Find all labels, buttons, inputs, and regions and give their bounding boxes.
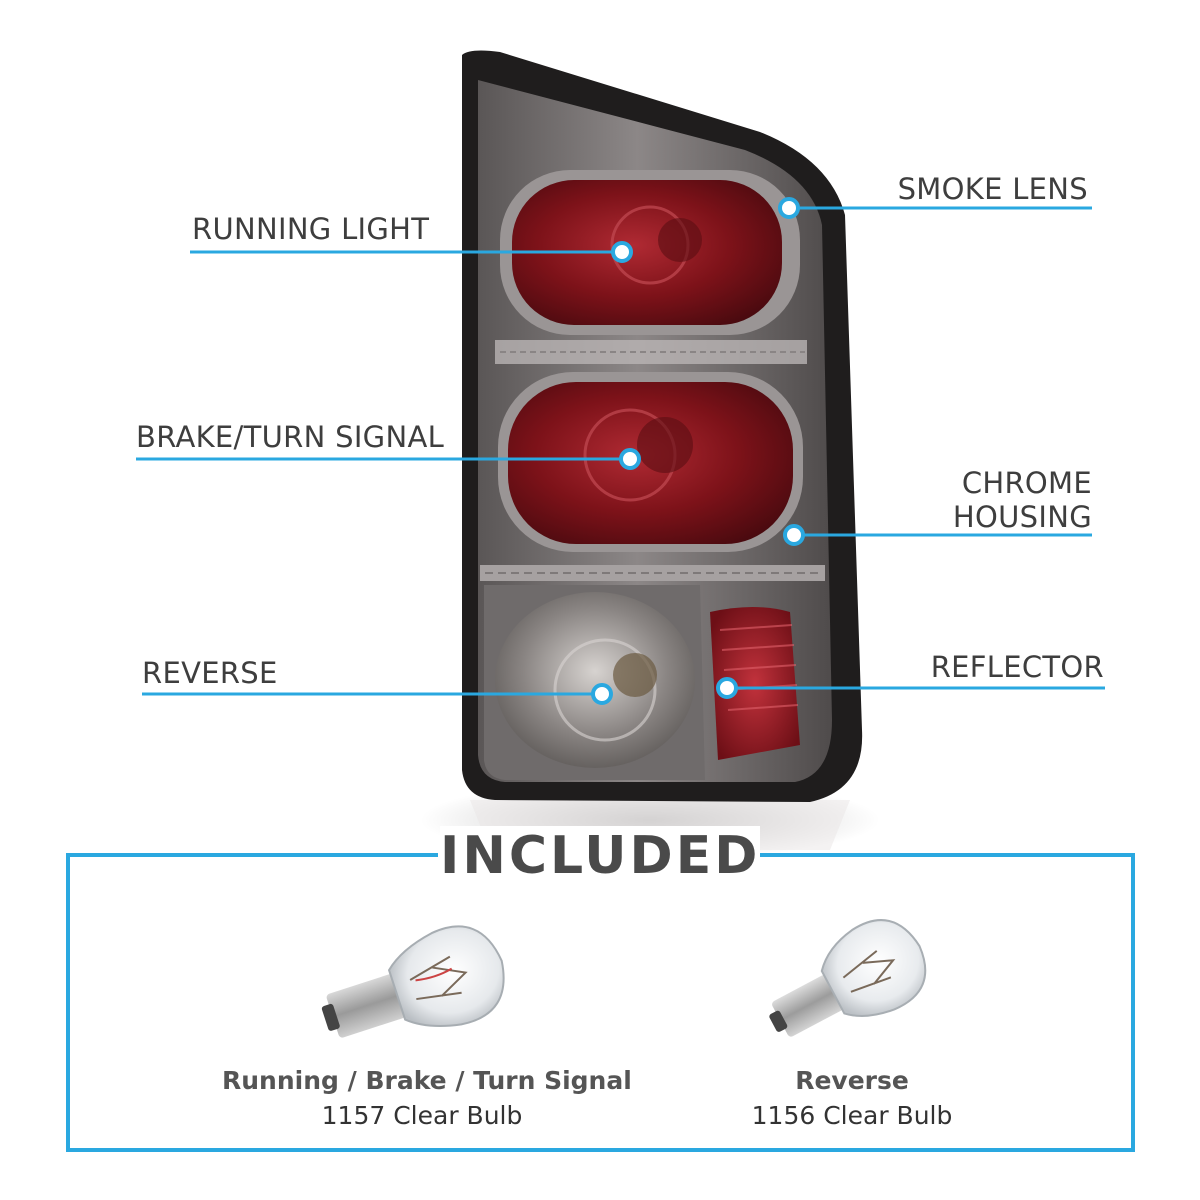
bulb-1156-image [769, 919, 927, 1037]
chrome-housing-marker [783, 524, 805, 546]
chrome-housing-label-line1: CHROME [961, 466, 1092, 500]
smoke-lens-marker [778, 197, 800, 219]
brake-turn-marker [619, 448, 641, 470]
brake-turn-signal-label: BRAKE/TURN SIGNAL [136, 420, 445, 454]
bulb-1156-spec: 1156 Clear Bulb [751, 1101, 953, 1130]
bulb-1157-image [321, 925, 505, 1038]
running-light-marker [611, 241, 633, 263]
bulb-1156-name: Reverse [795, 1066, 909, 1095]
reflector-label: REFLECTOR [930, 650, 1104, 684]
smoke-lens-label: SMOKE LENS [897, 172, 1088, 206]
reverse-marker [591, 683, 613, 705]
included-title: INCLUDED [440, 826, 761, 886]
bulb-1157-name: Running / Brake / Turn Signal [222, 1066, 632, 1095]
running-light-label: RUNNING LIGHT [192, 212, 430, 246]
reflector-marker [716, 677, 738, 699]
chrome-housing-label-line2: HOUSING [952, 500, 1092, 534]
bulb-1157-spec: 1157 Clear Bulb [321, 1101, 523, 1130]
reverse-label: REVERSE [142, 656, 278, 690]
